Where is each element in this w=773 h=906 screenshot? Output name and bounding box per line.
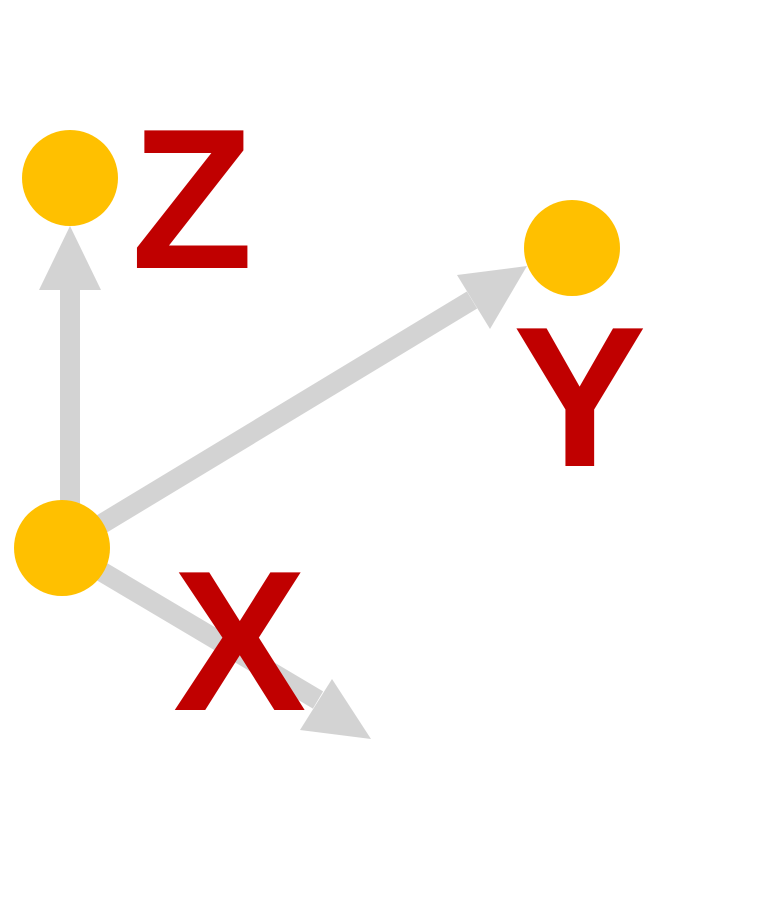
origin-node	[14, 500, 110, 596]
x-axis-arrow-shaft	[56, 539, 324, 709]
y-axis-arrow-shaft	[56, 291, 478, 557]
y-axis-label: Y	[513, 286, 646, 509]
x-axis-label: X	[173, 530, 306, 753]
y-axis-node	[524, 200, 620, 296]
z-axis-arrow-head	[39, 226, 101, 290]
z-axis-node	[22, 130, 118, 226]
z-axis-label: Z	[131, 88, 253, 311]
y-axis-arrow-head	[457, 266, 527, 329]
x-axis-arrow-head	[300, 679, 371, 739]
